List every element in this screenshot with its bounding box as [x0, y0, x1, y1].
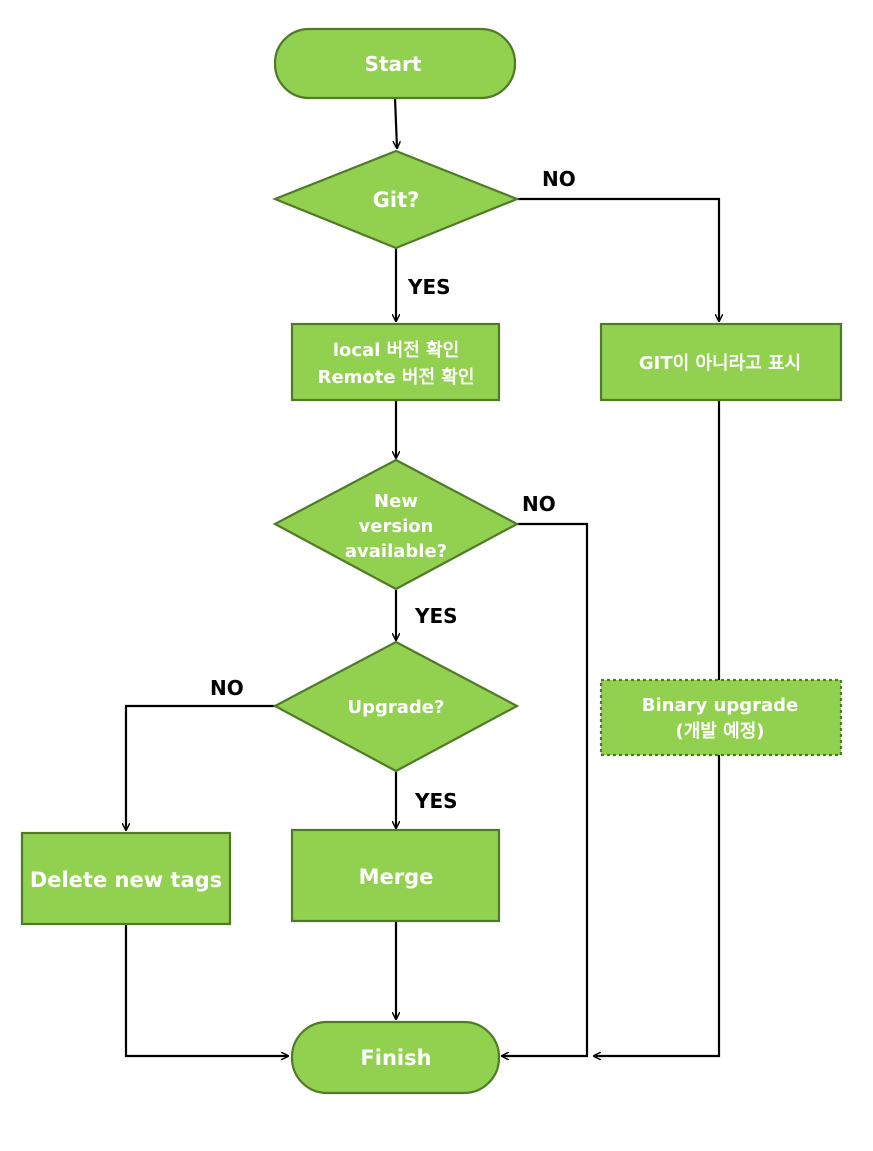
upgrade-no-label: NO	[210, 676, 244, 700]
start-node: Start	[273, 27, 517, 100]
not-git-box: GIT이 아니라고 표시	[599, 322, 843, 402]
edge-new-version-no	[502, 522, 589, 1056]
edge-delete-to-finish	[124, 925, 288, 1056]
binary-upgrade-box: Binary upgrade (개발 예정)	[599, 678, 843, 757]
git-decision-label: Git?	[373, 188, 420, 212]
upgrade-decision-label: Upgrade?	[348, 697, 445, 718]
start-label: Start	[365, 52, 422, 76]
binary-upgrade-line1: Binary upgrade	[642, 695, 798, 716]
new-version-line1: New	[374, 491, 418, 512]
edges	[124, 97, 721, 1056]
git-yes-label: YES	[407, 275, 451, 299]
delete-tags-label: Delete new tags	[30, 868, 222, 892]
delete-tags-box: Delete new tags	[20, 831, 232, 926]
merge-label: Merge	[359, 865, 434, 889]
upgrade-yes-label: YES	[414, 789, 458, 813]
new-version-yes-label: YES	[414, 604, 458, 628]
new-version-no-label: NO	[522, 492, 556, 516]
binary-upgrade-line2: (개발 예정)	[676, 721, 765, 742]
edge-git-no	[515, 197, 719, 321]
edge-upgrade-no	[126, 704, 275, 830]
merge-box: Merge	[290, 828, 501, 923]
git-no-label: NO	[542, 167, 576, 191]
edge-start-to-git	[395, 97, 397, 148]
finish-label: Finish	[360, 1046, 431, 1070]
upgrade-decision: Upgrade?	[272, 640, 520, 773]
edge-notgit-to-finish	[594, 400, 721, 1056]
check-versions-box: local 버전 확인 Remote 버전 확인	[290, 322, 501, 402]
new-version-decision: New version available?	[272, 458, 520, 591]
check-versions-line1: local 버전 확인	[333, 340, 459, 361]
new-version-line2: version	[359, 516, 434, 537]
new-version-line3: available?	[345, 541, 447, 562]
check-versions-line2: Remote 버전 확인	[318, 367, 475, 388]
git-decision: Git?	[272, 149, 520, 250]
finish-node: Finish	[290, 1020, 501, 1095]
not-git-label: GIT이 아니라고 표시	[639, 353, 801, 374]
